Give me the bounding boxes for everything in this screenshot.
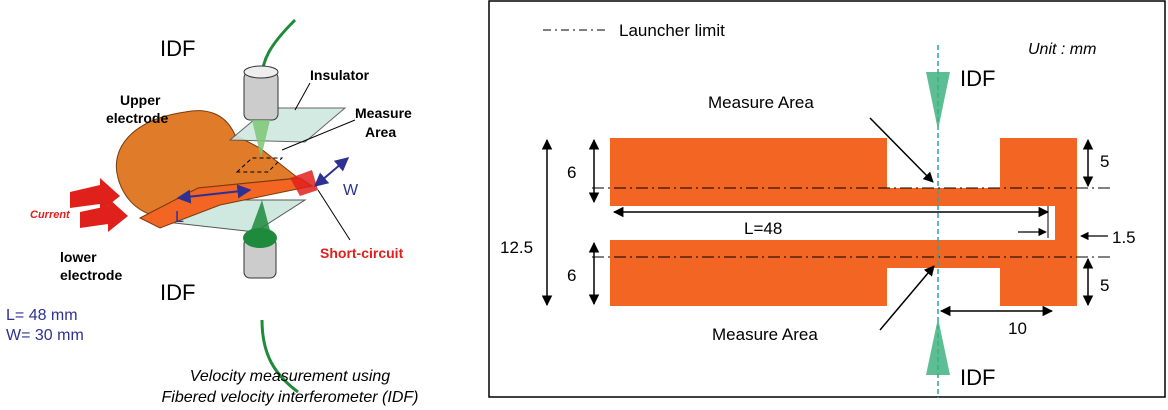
dimension-l-text: L= 48 mm (6, 307, 78, 324)
upper-electrode (115, 110, 300, 217)
measure-area-leader (281, 119, 356, 151)
lower-left-dim-label: 6 (567, 266, 576, 285)
lower-fiber (260, 319, 299, 394)
short-circuit-label: Short-circuit (320, 245, 404, 261)
current-arrow-2 (80, 198, 128, 232)
upper-left-dim-label: 6 (567, 163, 576, 182)
right-connector (1055, 206, 1077, 240)
l-label: L (175, 209, 184, 226)
right-panel: Launcher limit Unit : mm IDF IDF Measure… (488, 0, 1166, 398)
right-idf-bottom-label: IDF (960, 365, 995, 390)
measure-area-label-1: Measure (355, 105, 412, 121)
measure-area-box (235, 157, 284, 173)
left-panel: IDF Insulator Upper electrode Measure Ar… (6, 18, 419, 406)
dimension-w-text: W= 30 mm (6, 327, 84, 344)
legend-label: Launcher limit (619, 21, 725, 40)
upper-electrode-label-2: electrode (106, 110, 168, 126)
measure-area-bottom-label: Measure Area (712, 325, 818, 344)
current-arrow-1 (70, 178, 120, 212)
left-idf-top-label: IDF (160, 36, 195, 61)
insulator-label: Insulator (310, 67, 370, 83)
lower-electrode-right-block (1000, 240, 1077, 306)
l-dimension-arrow (176, 184, 252, 204)
upper-electrode-shape (610, 138, 1077, 206)
upper-electrode-label-1: Upper (120, 92, 161, 108)
lower-electrode-neck (887, 240, 1000, 268)
measure-area-bottom-arrow (879, 265, 935, 331)
insulator-leader (294, 82, 311, 111)
upper-beam (252, 120, 270, 158)
w-dimension-arrow (313, 157, 350, 187)
short-circuit-leader (317, 189, 351, 241)
lower-beam (248, 200, 272, 238)
lower-electrode-label-1: lower (60, 249, 97, 265)
idf-top-cone (926, 72, 950, 130)
upper-right-dim-label: 5 (1100, 152, 1109, 171)
lower-electrode-shape (610, 240, 887, 306)
width-dim-label: 10 (1008, 319, 1027, 338)
measure-area-top-label: Measure Area (708, 93, 814, 112)
left-idf-bottom-label: IDF (160, 280, 195, 305)
total-height-label: 12.5 (500, 238, 533, 257)
unit-label: Unit : mm (1028, 41, 1096, 58)
caption-line-2: Fibered velocity interferometer (IDF) (162, 389, 419, 406)
measure-area-label-2: Area (365, 124, 396, 140)
right-idf-top-label: IDF (960, 66, 995, 91)
current-label: Current (30, 209, 71, 221)
idf-bottom-cone (926, 318, 950, 375)
w-label: W (343, 182, 359, 199)
lower-right-dim-label: 5 (1100, 276, 1109, 295)
upper-probe (243, 71, 279, 121)
lower-electrode-label-2: electrode (60, 267, 122, 283)
measure-area-top-arrow (869, 117, 934, 183)
length-dim-label: L=48 (744, 219, 782, 238)
short-circuit-edge (290, 170, 318, 196)
caption-line-1: Velocity measurement using (190, 368, 390, 385)
right-panel-frame (488, 0, 1166, 398)
gap-dim-label: 1.5 (1112, 228, 1136, 247)
